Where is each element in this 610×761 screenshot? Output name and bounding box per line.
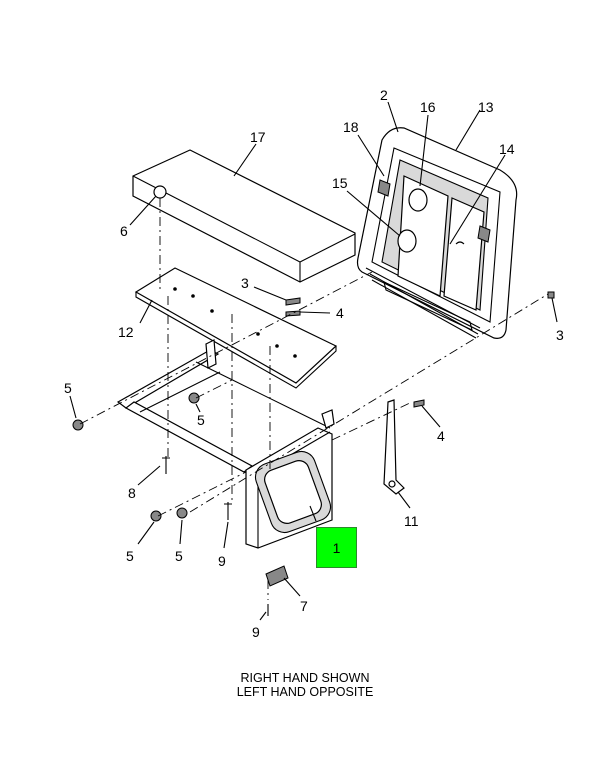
- seat-pan: [134, 267, 338, 389]
- side-panel: [245, 409, 335, 549]
- seat-back-hole-lower: [397, 229, 417, 253]
- seat-back-hole-upper: [408, 188, 428, 212]
- callout-2: 2: [380, 87, 388, 103]
- callout-18: 18: [343, 119, 359, 135]
- caption-line-2: LEFT HAND OPPOSITE: [236, 685, 374, 699]
- callout-11: 11: [404, 513, 419, 529]
- callout-5-left: 5: [64, 380, 72, 396]
- leader-lines: [69, 101, 558, 621]
- callout-labels: 2 16 13 18 14 15 17 6 3 4 12 3 5 5 4 8 1…: [64, 87, 564, 640]
- callout-1: 1: [332, 539, 341, 556]
- callout-5-bottom: 5: [175, 548, 183, 564]
- callout-5-bottom-left: 5: [126, 548, 134, 564]
- callout-17: 17: [250, 129, 266, 145]
- callout-7: 7: [300, 598, 308, 614]
- callout-3-top: 3: [241, 275, 249, 291]
- seat-cushion: [132, 149, 356, 283]
- callout-15: 15: [332, 175, 348, 191]
- callout-13: 13: [478, 99, 494, 115]
- part-1-hotspot[interactable]: 1: [316, 527, 357, 568]
- callout-9-upper: 9: [218, 553, 226, 569]
- callout-9-lower: 9: [252, 624, 260, 640]
- callout-5-frame: 5: [197, 412, 205, 428]
- callout-14: 14: [499, 141, 515, 157]
- bracket: [383, 399, 405, 495]
- seat-back: [356, 127, 518, 339]
- callout-3-right: 3: [556, 327, 564, 343]
- callout-12: 12: [118, 324, 134, 340]
- callout-4-right: 4: [437, 428, 445, 444]
- assembly-centerlines: [79, 198, 549, 600]
- callout-4-top: 4: [336, 305, 344, 321]
- callout-8: 8: [128, 485, 136, 501]
- callout-16: 16: [420, 99, 436, 115]
- caption-line-1: RIGHT HAND SHOWN: [240, 671, 370, 685]
- hardware: [72, 291, 555, 616]
- callout-6: 6: [120, 223, 128, 239]
